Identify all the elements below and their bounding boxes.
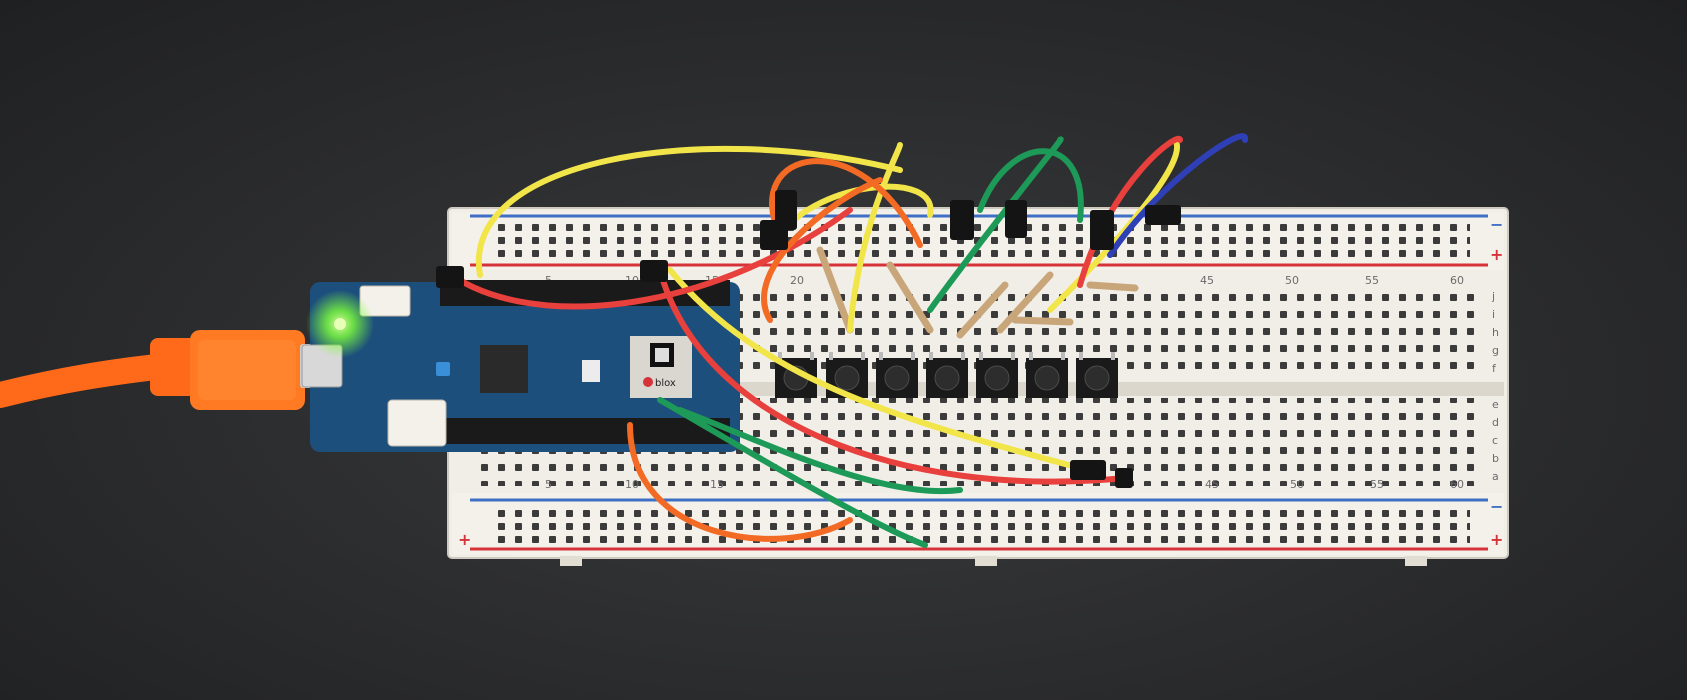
column-numbers-bottom: 5 10 15 45 50 55 60 (545, 478, 1464, 491)
col-num: 60 (1450, 478, 1464, 491)
green-wire (927, 136, 1064, 313)
red-wire (657, 267, 1128, 485)
yellow-wire (1047, 137, 1180, 313)
chip-brand-label: blox (655, 378, 676, 389)
row-letter: d (1492, 416, 1499, 429)
resistor (816, 246, 854, 334)
push-button (976, 352, 1018, 398)
ublox-module: blox (630, 336, 692, 398)
blue-wire (1107, 133, 1249, 258)
row-letter: f (1492, 362, 1497, 375)
col-num: 10 (625, 478, 639, 491)
reset-button (436, 362, 450, 376)
rail-minus-bottom: − (1490, 497, 1503, 516)
row-letter: a (1492, 470, 1499, 483)
orange-wire (769, 158, 923, 248)
rail-plus-top: + (1490, 245, 1503, 264)
push-button (1026, 352, 1068, 398)
usb-cable (0, 330, 346, 410)
row-letter: e (1492, 398, 1499, 411)
green-wire (977, 148, 1084, 223)
resistor (1011, 316, 1074, 326)
resistor (956, 281, 1009, 339)
jumper-wires (442, 133, 1249, 548)
push-button (1076, 352, 1118, 398)
col-num: 60 (1450, 274, 1464, 287)
row-letter: j (1491, 290, 1495, 303)
col-num: 50 (1290, 478, 1304, 491)
push-button (926, 352, 968, 398)
yellow-wire (667, 267, 1083, 471)
small-component (582, 360, 600, 382)
resistor (1086, 281, 1139, 292)
orange-wire (627, 422, 853, 542)
col-num: 15 (710, 478, 724, 491)
wire-connectors (436, 190, 1181, 488)
row-letter: i (1492, 308, 1495, 321)
yellow-wire (475, 145, 903, 278)
green-wire (657, 397, 928, 548)
row-letters: j i h g f e d c b a (1491, 290, 1499, 483)
power-led (334, 318, 346, 330)
col-num: 45 (1205, 478, 1219, 491)
col-num: 50 (1285, 274, 1299, 287)
col-num: 20 (790, 274, 804, 287)
rail-plus-left: + (458, 530, 471, 549)
resistor (886, 261, 934, 334)
row-letter: b (1492, 452, 1499, 465)
col-num: 55 (1365, 274, 1379, 287)
main-chip (480, 345, 528, 393)
resistors (816, 246, 1139, 339)
green-wire (677, 407, 963, 495)
push-button (876, 352, 918, 398)
battery-connector (387, 399, 447, 447)
resistor (996, 271, 1054, 334)
push-buttons (775, 352, 1118, 398)
row-letter: g (1492, 344, 1499, 357)
col-num: 55 (1370, 478, 1384, 491)
yellow-wire (847, 142, 903, 333)
row-letter: h (1492, 326, 1499, 339)
rail-plus-bottom: + (1490, 530, 1503, 549)
col-num: 45 (1200, 274, 1214, 287)
col-num: 5 (545, 478, 552, 491)
row-letter: c (1492, 434, 1498, 447)
orange-wire (761, 177, 883, 323)
rail-minus-top: − (1490, 215, 1503, 234)
header-bottom (440, 418, 730, 444)
